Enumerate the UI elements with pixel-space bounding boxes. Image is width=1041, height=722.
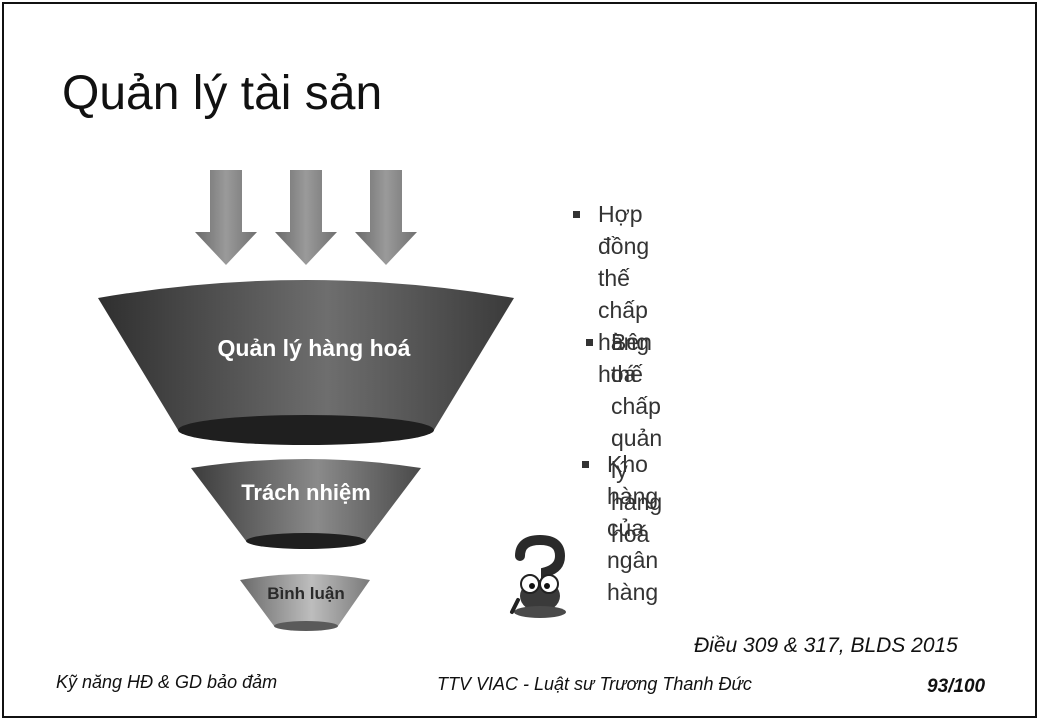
funnel-level-2: Trách nhiệm: [191, 459, 421, 549]
down-arrow-icon: [355, 170, 417, 265]
page-number: 93/100: [927, 676, 986, 697]
bullet-marker-icon: [586, 339, 593, 346]
bullet-marker-icon: [582, 461, 589, 468]
legal-reference: Điều 309 & 317, BLDS 2015: [694, 634, 958, 657]
question-mark-character-icon: [510, 534, 566, 618]
bullet-item: Hợp đồng thế chấp hàng hoá: [573, 198, 649, 390]
footer-center: TTV VIAC - Luật sư Trương Thanh Đức: [437, 674, 752, 694]
down-arrow-icon: [275, 170, 337, 265]
funnel-level-1: Quản lý hàng hoá: [98, 280, 514, 445]
bullet-item: Kho hàng của ngân hàng: [582, 448, 658, 608]
funnel-level-3-label: Bình luận: [267, 584, 344, 603]
down-arrow-icon: [195, 170, 257, 265]
slide-title: Quản lý tài sản: [62, 67, 383, 120]
funnel-level-2-label: Trách nhiệm: [241, 480, 371, 505]
bullet-marker-icon: [573, 211, 580, 218]
bullet-text: Hợp đồng thế chấp hàng hoá: [598, 201, 650, 387]
funnel-level-3: Bình luận: [240, 574, 370, 631]
footer-left: Kỹ năng HĐ & GD bảo đảm: [56, 672, 278, 692]
bullet-text: Kho hàng của ngân hàng: [607, 451, 659, 605]
funnel-level-1-label: Quản lý hàng hoá: [218, 335, 411, 361]
